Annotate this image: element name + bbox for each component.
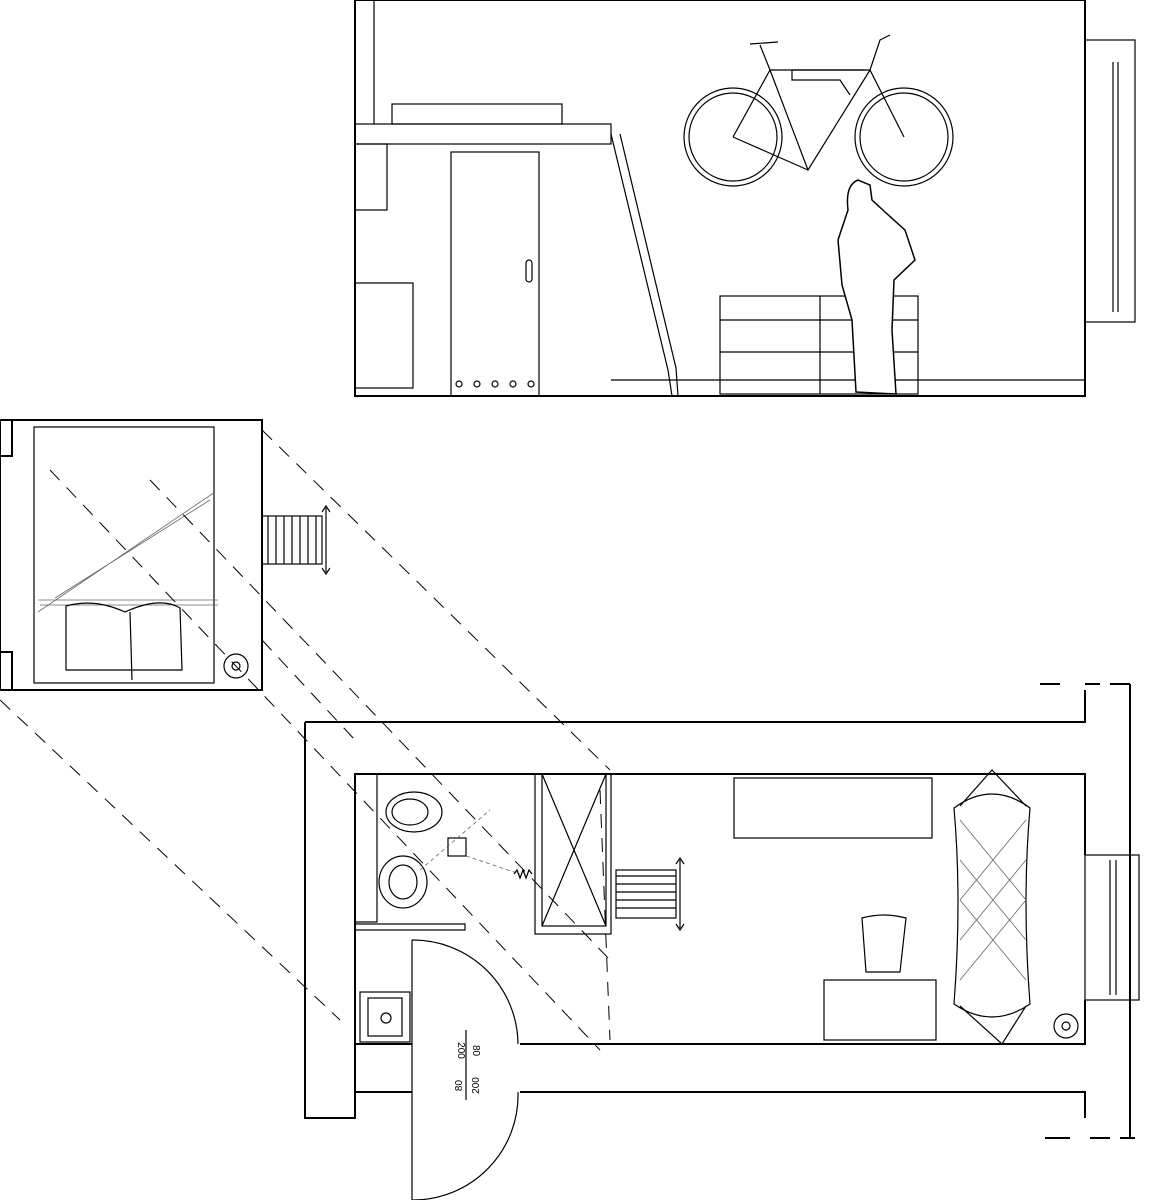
shelf bbox=[733, 777, 933, 839]
dimension-label-200-bottom: 200 bbox=[470, 1077, 482, 1094]
window-plan bbox=[1084, 854, 1140, 1001]
section-elevation bbox=[354, 0, 1136, 397]
bicycle bbox=[683, 34, 954, 187]
dimension-label-80-bottom: 80 bbox=[454, 1079, 466, 1092]
ladder-plan bbox=[615, 869, 677, 919]
door-swing-lower bbox=[412, 1091, 519, 1200]
hammock bbox=[953, 793, 1031, 1018]
dimension-label-200-top: 200 bbox=[454, 1042, 466, 1059]
toilet bbox=[385, 791, 443, 833]
person-silhouette bbox=[837, 179, 916, 395]
ladder-side bbox=[610, 133, 679, 397]
mattress bbox=[391, 103, 563, 125]
pillows bbox=[65, 602, 183, 681]
desk bbox=[823, 979, 937, 1041]
door-swing-upper bbox=[411, 939, 519, 1045]
loft-plan bbox=[0, 419, 331, 691]
vent-holes bbox=[455, 380, 535, 388]
valve-icon bbox=[1053, 1013, 1079, 1039]
drawers bbox=[719, 295, 919, 395]
valve-icon bbox=[223, 653, 249, 679]
sink bbox=[378, 855, 428, 909]
window-elevation bbox=[1084, 39, 1136, 323]
chair bbox=[861, 914, 907, 973]
floor-plan bbox=[304, 683, 1140, 1200]
bed-plan bbox=[33, 426, 215, 684]
projection-lines bbox=[0, 429, 611, 1051]
drain bbox=[447, 837, 467, 857]
loft-bed bbox=[354, 123, 612, 145]
bathroom-door bbox=[450, 151, 540, 397]
kitchen-sink bbox=[359, 991, 411, 1043]
dimension-label-80-top: 80 bbox=[470, 1044, 482, 1057]
